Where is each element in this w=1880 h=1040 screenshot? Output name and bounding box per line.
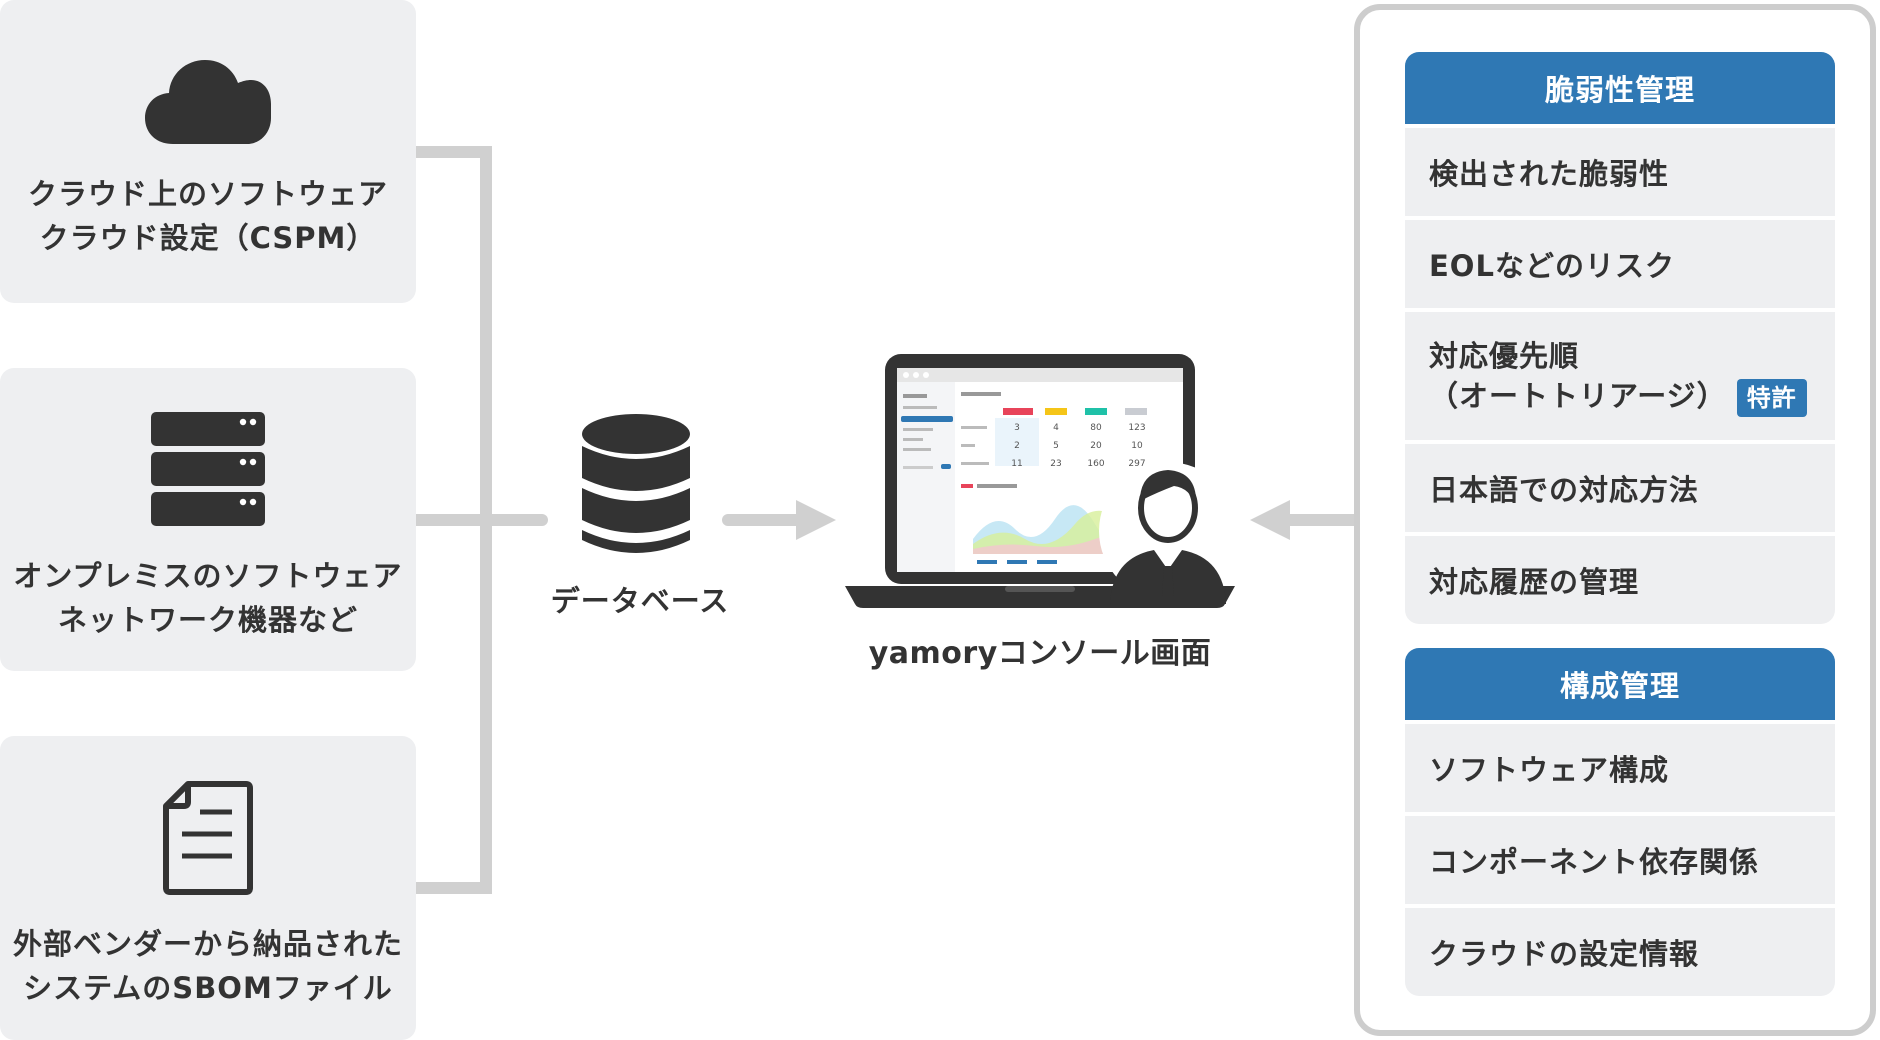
cloud-icon — [143, 52, 273, 150]
arrow-right-icon — [722, 500, 836, 540]
feature-label: 対応履歴の管理 — [1429, 565, 1640, 599]
source-label-line2: ネットワーク機器など — [57, 603, 358, 637]
feature-label: 日本語での対応方法 — [1429, 473, 1700, 507]
svg-text:11: 11 — [1011, 459, 1022, 469]
group-header: 脆弱性管理 — [1405, 52, 1835, 124]
svg-text:297: 297 — [1128, 459, 1145, 469]
source-card-onprem: オンプレミスのソフトウェア ネットワーク機器など — [0, 368, 416, 671]
svg-text:2: 2 — [1014, 441, 1020, 451]
database — [548, 412, 724, 566]
configuration-group: 構成管理 ソフトウェア構成 コンポーネント依存関係 クラウドの設定情報 — [1405, 648, 1835, 996]
feature-item: 日本語での対応方法 — [1405, 440, 1835, 532]
group-header: 構成管理 — [1405, 648, 1835, 720]
source-label-line1: オンプレミスのソフトウェア — [13, 559, 403, 593]
svg-text:123: 123 — [1128, 423, 1145, 433]
svg-text:5: 5 — [1053, 441, 1059, 451]
database-icon — [582, 414, 690, 553]
database-label: データベース — [550, 584, 730, 618]
svg-text:23: 23 — [1050, 459, 1061, 469]
svg-text:160: 160 — [1087, 459, 1104, 469]
source-label-line1: 外部ベンダーから納品された — [12, 927, 403, 961]
source-label-line2: システムのSBOMファイル — [23, 971, 393, 1005]
feature-label: EOLなどのリスク — [1429, 249, 1675, 283]
source-card-cloud: クラウド上のソフトウェア クラウド設定（CSPM） — [0, 0, 416, 303]
feature-label: クラウドの設定情報 — [1429, 937, 1700, 971]
server-icon — [151, 412, 265, 530]
vulnerability-group: 脆弱性管理 検出された脆弱性 EOLなどのリスク 対応優先順 （オートトリアージ… — [1405, 52, 1835, 624]
feature-label: コンポーネント依存関係 — [1429, 845, 1760, 879]
svg-text:20: 20 — [1090, 441, 1102, 451]
document-icon — [162, 780, 254, 900]
feature-label-line1: 対応優先順 — [1429, 338, 1580, 373]
source-label-line2: クラウド設定（CSPM） — [39, 221, 377, 255]
patent-badge: 特許 — [1736, 378, 1807, 417]
feature-item: クラウドの設定情報 — [1405, 904, 1835, 996]
feature-item: EOLなどのリスク — [1405, 216, 1835, 308]
arrow-left-icon — [1250, 500, 1360, 540]
feature-item: ソフトウェア構成 — [1405, 720, 1835, 812]
svg-text:3: 3 — [1014, 423, 1020, 433]
feature-item: 対応履歴の管理 — [1405, 532, 1835, 624]
svg-text:10: 10 — [1131, 441, 1143, 451]
connector-vertical — [480, 146, 492, 894]
source-label-line1: クラウド上のソフトウェア — [27, 177, 388, 211]
feature-item: コンポーネント依存関係 — [1405, 812, 1835, 904]
feature-label: 検出された脆弱性 — [1429, 157, 1670, 191]
console-label: yamoryコンソール画面 — [868, 636, 1212, 671]
svg-text:4: 4 — [1053, 423, 1059, 433]
user-icon — [1099, 462, 1237, 604]
svg-text:80: 80 — [1090, 423, 1102, 433]
feature-item: 対応優先順 （オートトリアージ） 特許 — [1405, 308, 1835, 440]
feature-label-line2: （オートトリアージ） — [1429, 378, 1727, 413]
feature-item: 検出された脆弱性 — [1405, 124, 1835, 216]
feature-label: ソフトウェア構成 — [1429, 753, 1670, 787]
source-card-sbom: 外部ベンダーから納品された システムのSBOMファイル — [0, 736, 416, 1040]
connector-bottom — [416, 882, 492, 894]
feature-panel: 脆弱性管理 検出された脆弱性 EOLなどのリスク 対応優先順 （オートトリアージ… — [1354, 4, 1876, 1036]
connector-top — [416, 146, 492, 158]
